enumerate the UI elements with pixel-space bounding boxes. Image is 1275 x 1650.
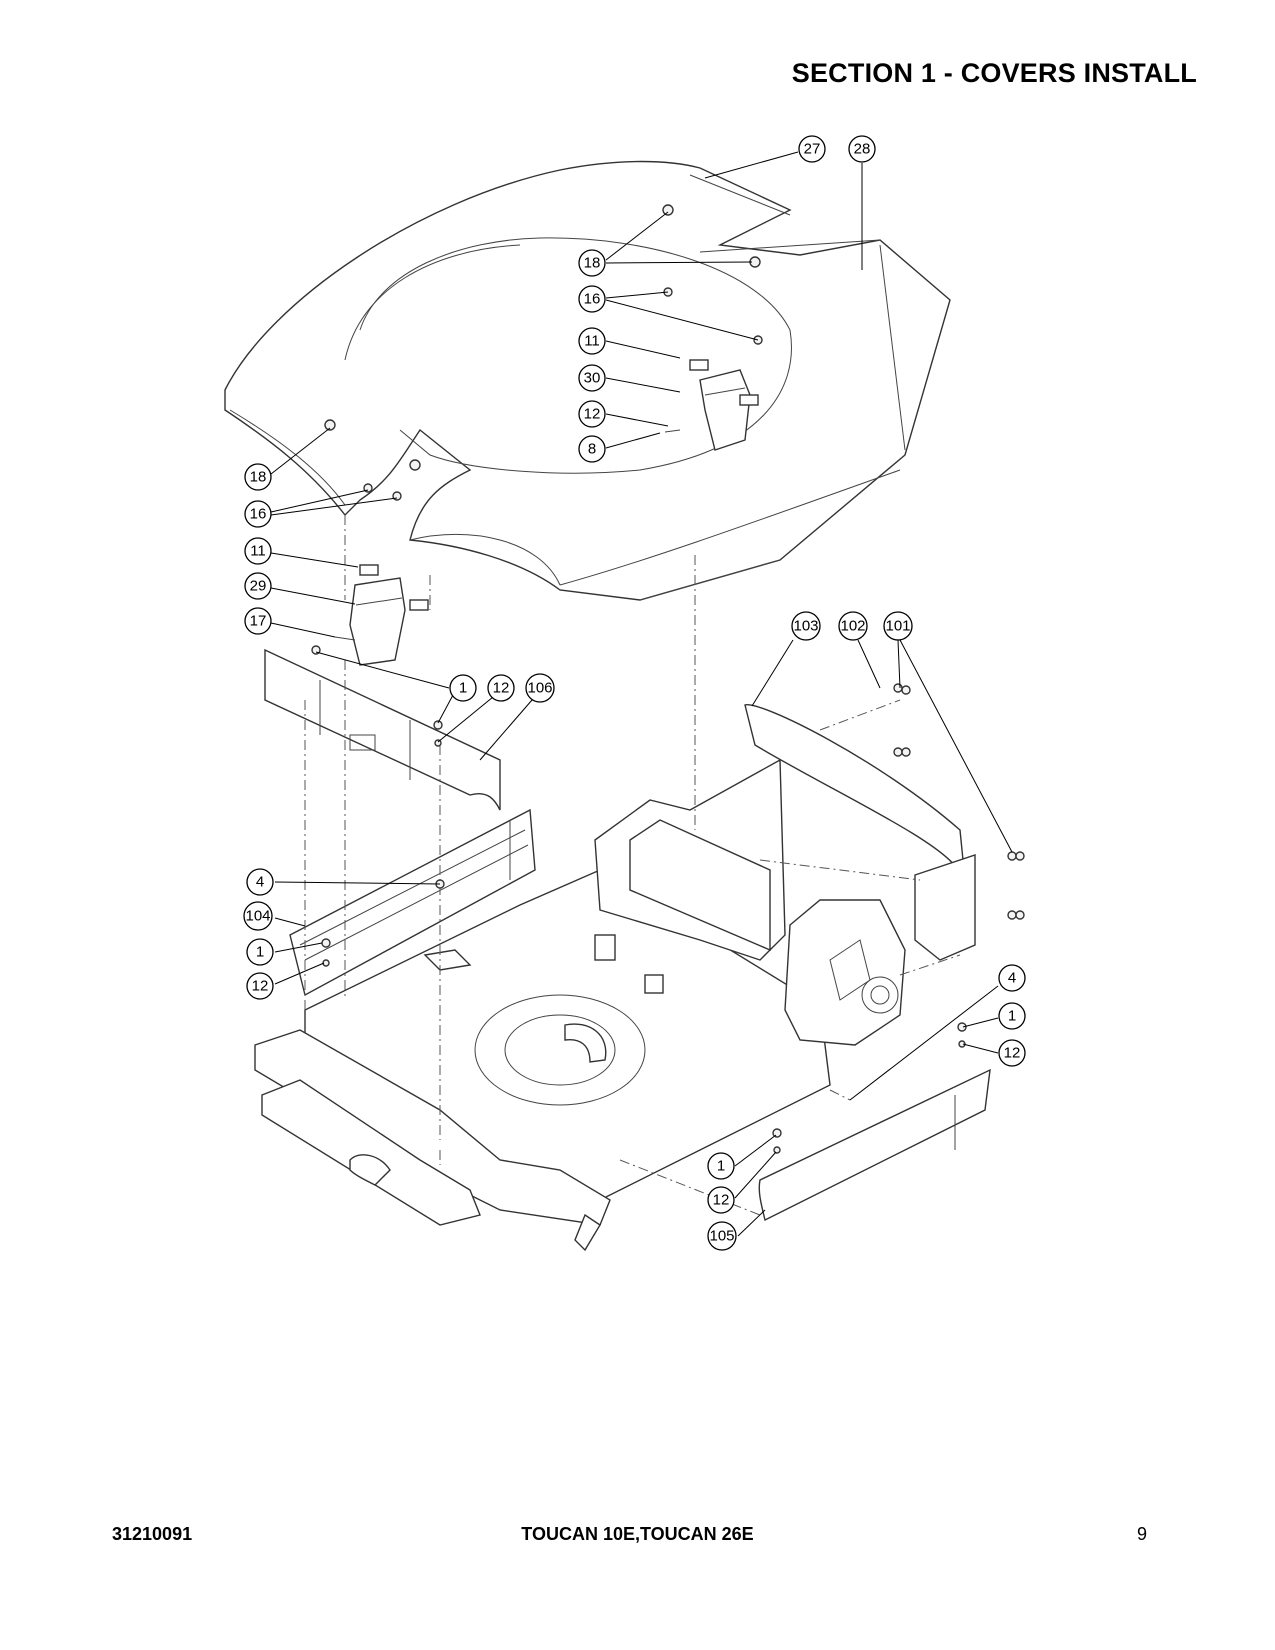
callout-4: 4 — [998, 964, 1026, 992]
callout-12: 12 — [578, 400, 606, 428]
svg-text:28: 28 — [854, 141, 871, 158]
svg-text:18: 18 — [250, 469, 267, 486]
hinge-bracket-29 — [349, 564, 429, 666]
svg-text:17: 17 — [250, 613, 267, 630]
hinge-bracket-30 — [689, 359, 759, 451]
leader-lines — [270, 151, 1013, 1237]
svg-text:16: 16 — [250, 506, 267, 523]
callout-106: 106 — [525, 673, 555, 703]
callout-12: 12 — [998, 1039, 1026, 1067]
page-title: SECTION 1 - COVERS INSTALL — [791, 58, 1197, 88]
callout-27: 27 — [798, 135, 826, 163]
svg-text:1: 1 — [459, 680, 467, 697]
svg-text:29: 29 — [250, 578, 267, 595]
motor-assembly — [594, 758, 906, 1046]
callout-103: 103 — [791, 611, 821, 641]
callout-18: 18 — [578, 249, 606, 277]
svg-text:106: 106 — [527, 680, 552, 697]
callout-16: 16 — [578, 285, 606, 313]
base-chassis — [254, 869, 831, 1252]
callout-4: 4 — [246, 868, 274, 896]
callout-18: 18 — [244, 463, 272, 491]
callout-29: 29 — [244, 572, 272, 600]
svg-text:103: 103 — [793, 618, 818, 635]
svg-text:8: 8 — [588, 441, 596, 458]
callout-28: 28 — [848, 135, 876, 163]
alignment-lines — [304, 515, 961, 1216]
callout-12: 12 — [707, 1186, 735, 1214]
svg-text:4: 4 — [1008, 970, 1016, 987]
svg-text:12: 12 — [252, 978, 269, 995]
callout-12: 12 — [246, 972, 274, 1000]
callout-104: 104 — [243, 901, 273, 931]
svg-text:1: 1 — [256, 944, 264, 961]
callout-12: 12 — [487, 674, 515, 702]
svg-text:1: 1 — [1008, 1008, 1016, 1025]
svg-text:11: 11 — [250, 543, 266, 560]
svg-text:12: 12 — [584, 406, 601, 423]
callout-30: 30 — [578, 364, 606, 392]
footer-model: TOUCAN 10E,TOUCAN 26E — [521, 1524, 754, 1544]
callout-1: 1 — [998, 1002, 1026, 1030]
svg-text:1: 1 — [717, 1158, 725, 1175]
footer-part-number: 31210091 — [112, 1524, 193, 1544]
svg-text:16: 16 — [584, 291, 601, 308]
svg-text:4: 4 — [256, 874, 264, 891]
callout-105: 105 — [707, 1221, 737, 1251]
callout-16: 16 — [244, 500, 272, 528]
callout-1: 1 — [707, 1152, 735, 1180]
callout-17: 17 — [244, 607, 272, 635]
callout-11: 11 — [244, 537, 272, 565]
svg-text:12: 12 — [713, 1192, 730, 1209]
svg-text:11: 11 — [584, 333, 600, 350]
svg-text:102: 102 — [840, 618, 865, 635]
svg-text:101: 101 — [885, 618, 910, 635]
front-panel-106 — [264, 648, 501, 811]
rear-cover-103 — [744, 704, 976, 961]
side-panel-104 — [289, 808, 536, 997]
svg-text:12: 12 — [1004, 1045, 1021, 1062]
fasteners — [311, 204, 1025, 1154]
svg-text:30: 30 — [584, 370, 601, 387]
callout-11: 11 — [578, 327, 606, 355]
svg-text:105: 105 — [709, 1228, 734, 1245]
svg-text:104: 104 — [245, 908, 270, 925]
footer-page-number: 9 — [1136, 1524, 1147, 1544]
side-panel-105 — [758, 1068, 991, 1222]
callout-8: 8 — [578, 435, 606, 463]
callout-102: 102 — [838, 611, 868, 641]
callout-1: 1 — [449, 674, 477, 702]
svg-text:18: 18 — [584, 255, 601, 272]
svg-text:12: 12 — [493, 680, 510, 697]
svg-text:27: 27 — [804, 141, 821, 158]
callout-101: 101 — [883, 611, 913, 641]
callout-1: 1 — [246, 938, 274, 966]
